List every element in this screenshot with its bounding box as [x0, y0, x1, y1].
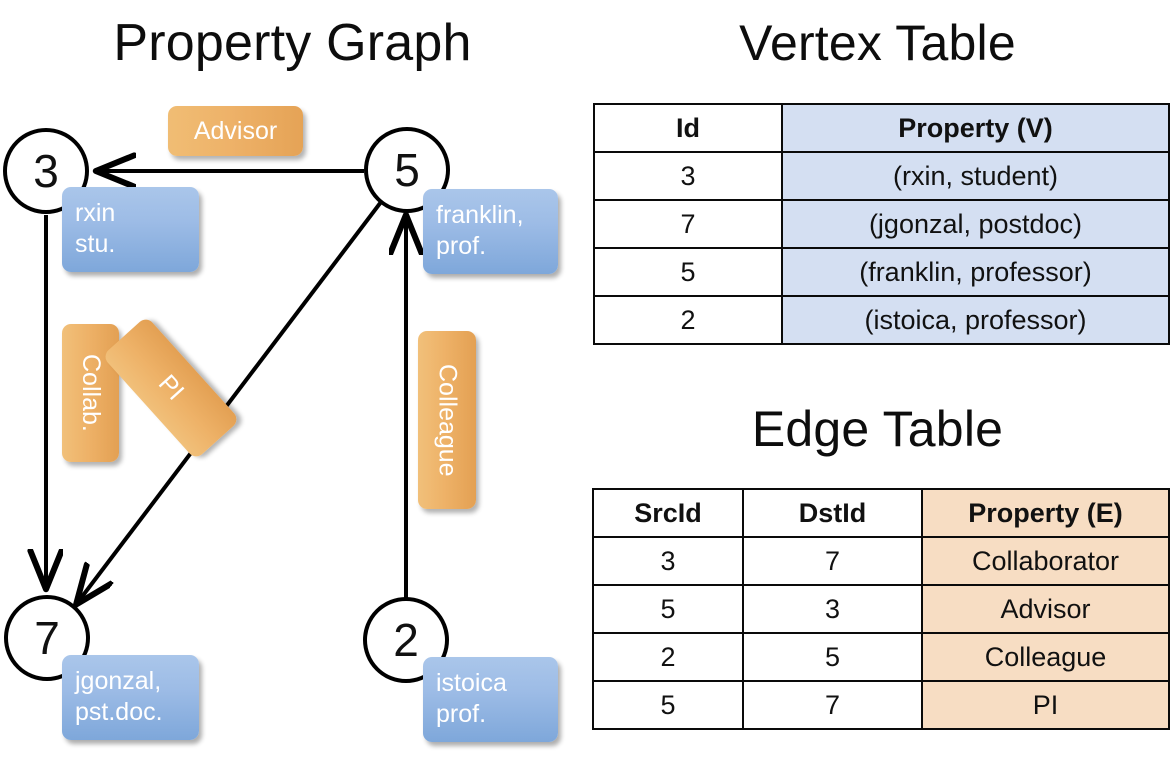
node-property-box-2: istoica prof.: [423, 657, 558, 742]
graph-node-5[interactable]: 5: [364, 127, 450, 213]
edge-row-1-dst: 3: [742, 584, 923, 634]
edge-5-to-7: [78, 200, 383, 602]
node-property-5-line1: franklin,: [436, 201, 524, 229]
edge-label-pi-text: PI: [153, 369, 190, 406]
edge-label-colleague: Colleague: [418, 331, 476, 509]
edge-row-3-dst: 7: [742, 680, 923, 730]
graph-node-2-label: 2: [393, 614, 419, 666]
node-property-box-5: franklin, prof.: [423, 189, 558, 274]
edge-row-2-property: Colleague: [921, 632, 1170, 682]
table-row[interactable]: 2 5 Colleague: [592, 632, 1170, 682]
edge-row-2-src: 2: [592, 632, 744, 682]
edge-table-col-srcid: SrcId: [592, 488, 744, 538]
edge-row-2-dst: 5: [742, 632, 923, 682]
table-row[interactable]: 5 7 PI: [592, 680, 1170, 730]
vertex-row-1-property: (jgonzal, postdoc): [781, 199, 1170, 249]
edge-table-col-property: Property (E): [921, 488, 1170, 538]
node-property-3-line2: stu.: [75, 230, 116, 258]
vertex-table-header-row: Id Property (V): [593, 103, 1170, 153]
vertex-table-col-id: Id: [593, 103, 783, 153]
table-row[interactable]: 2 (istoica, professor): [593, 295, 1170, 345]
graph-node-5-label: 5: [394, 144, 420, 196]
edge-row-0-dst: 7: [742, 536, 923, 586]
node-property-box-3: rxin stu.: [62, 187, 199, 272]
vertex-row-3-property: (istoica, professor): [781, 295, 1170, 345]
edge-table: SrcId DstId Property (E) 3 7 Collaborato…: [592, 488, 1170, 730]
edge-row-0-property: Collaborator: [921, 536, 1170, 586]
table-row[interactable]: 7 (jgonzal, postdoc): [593, 199, 1170, 249]
vertex-row-0-property: (rxin, student): [781, 151, 1170, 201]
node-property-3-line1: rxin: [75, 199, 116, 227]
vertex-table: Id Property (V) 3 (rxin, student) 7 (jgo…: [593, 103, 1170, 345]
vertex-table-col-property: Property (V): [781, 103, 1170, 153]
vertex-row-0-id: 3: [593, 151, 783, 201]
edge-table-header-row: SrcId DstId Property (E): [592, 488, 1170, 538]
vertex-row-2-id: 5: [593, 247, 783, 297]
edge-row-3-src: 5: [592, 680, 744, 730]
vertex-row-3-id: 2: [593, 295, 783, 345]
graph-node-2[interactable]: 2: [363, 597, 449, 683]
page-title-edge-table: Edge Table: [751, 401, 1004, 457]
graph-node-3-label: 3: [33, 145, 59, 197]
edge-row-1-src: 5: [592, 584, 744, 634]
edge-row-1-property: Advisor: [921, 584, 1170, 634]
edge-label-advisor: Advisor: [168, 106, 303, 156]
edge-row-3-property: PI: [921, 680, 1170, 730]
table-row[interactable]: 3 7 Collaborator: [592, 536, 1170, 586]
table-row[interactable]: 3 (rxin, student): [593, 151, 1170, 201]
node-property-5-line2: prof.: [436, 232, 487, 260]
graph-edges-layer: [0, 0, 585, 760]
page-title-vertex-table: Vertex Table: [739, 15, 1016, 71]
node-property-box-7: jgonzal, pst.doc.: [62, 655, 199, 740]
node-property-7-line1: jgonzal,: [75, 667, 162, 695]
edge-table-col-dstid: DstId: [742, 488, 923, 538]
graph-node-7-label: 7: [34, 612, 60, 664]
edge-row-0-src: 3: [592, 536, 744, 586]
edge-label-collab: Collab.: [62, 324, 119, 462]
edge-label-colleague-text: Colleague: [433, 363, 462, 477]
property-graph-panel: Property Graph Advisor Collab. PI Collea…: [0, 0, 585, 760]
vertex-row-1-id: 7: [593, 199, 783, 249]
edge-label-collab-text: Collab.: [77, 354, 105, 432]
node-property-2-line1: istoica: [436, 669, 507, 697]
node-property-7-line2: pst.doc.: [75, 698, 163, 726]
node-property-2-line2: prof.: [436, 700, 487, 728]
page-title-property-graph: Property Graph: [113, 14, 472, 72]
table-row[interactable]: 5 (franklin, professor): [593, 247, 1170, 297]
table-row[interactable]: 5 3 Advisor: [592, 584, 1170, 634]
vertex-row-2-property: (franklin, professor): [781, 247, 1170, 297]
edge-label-advisor-text: Advisor: [193, 116, 278, 145]
